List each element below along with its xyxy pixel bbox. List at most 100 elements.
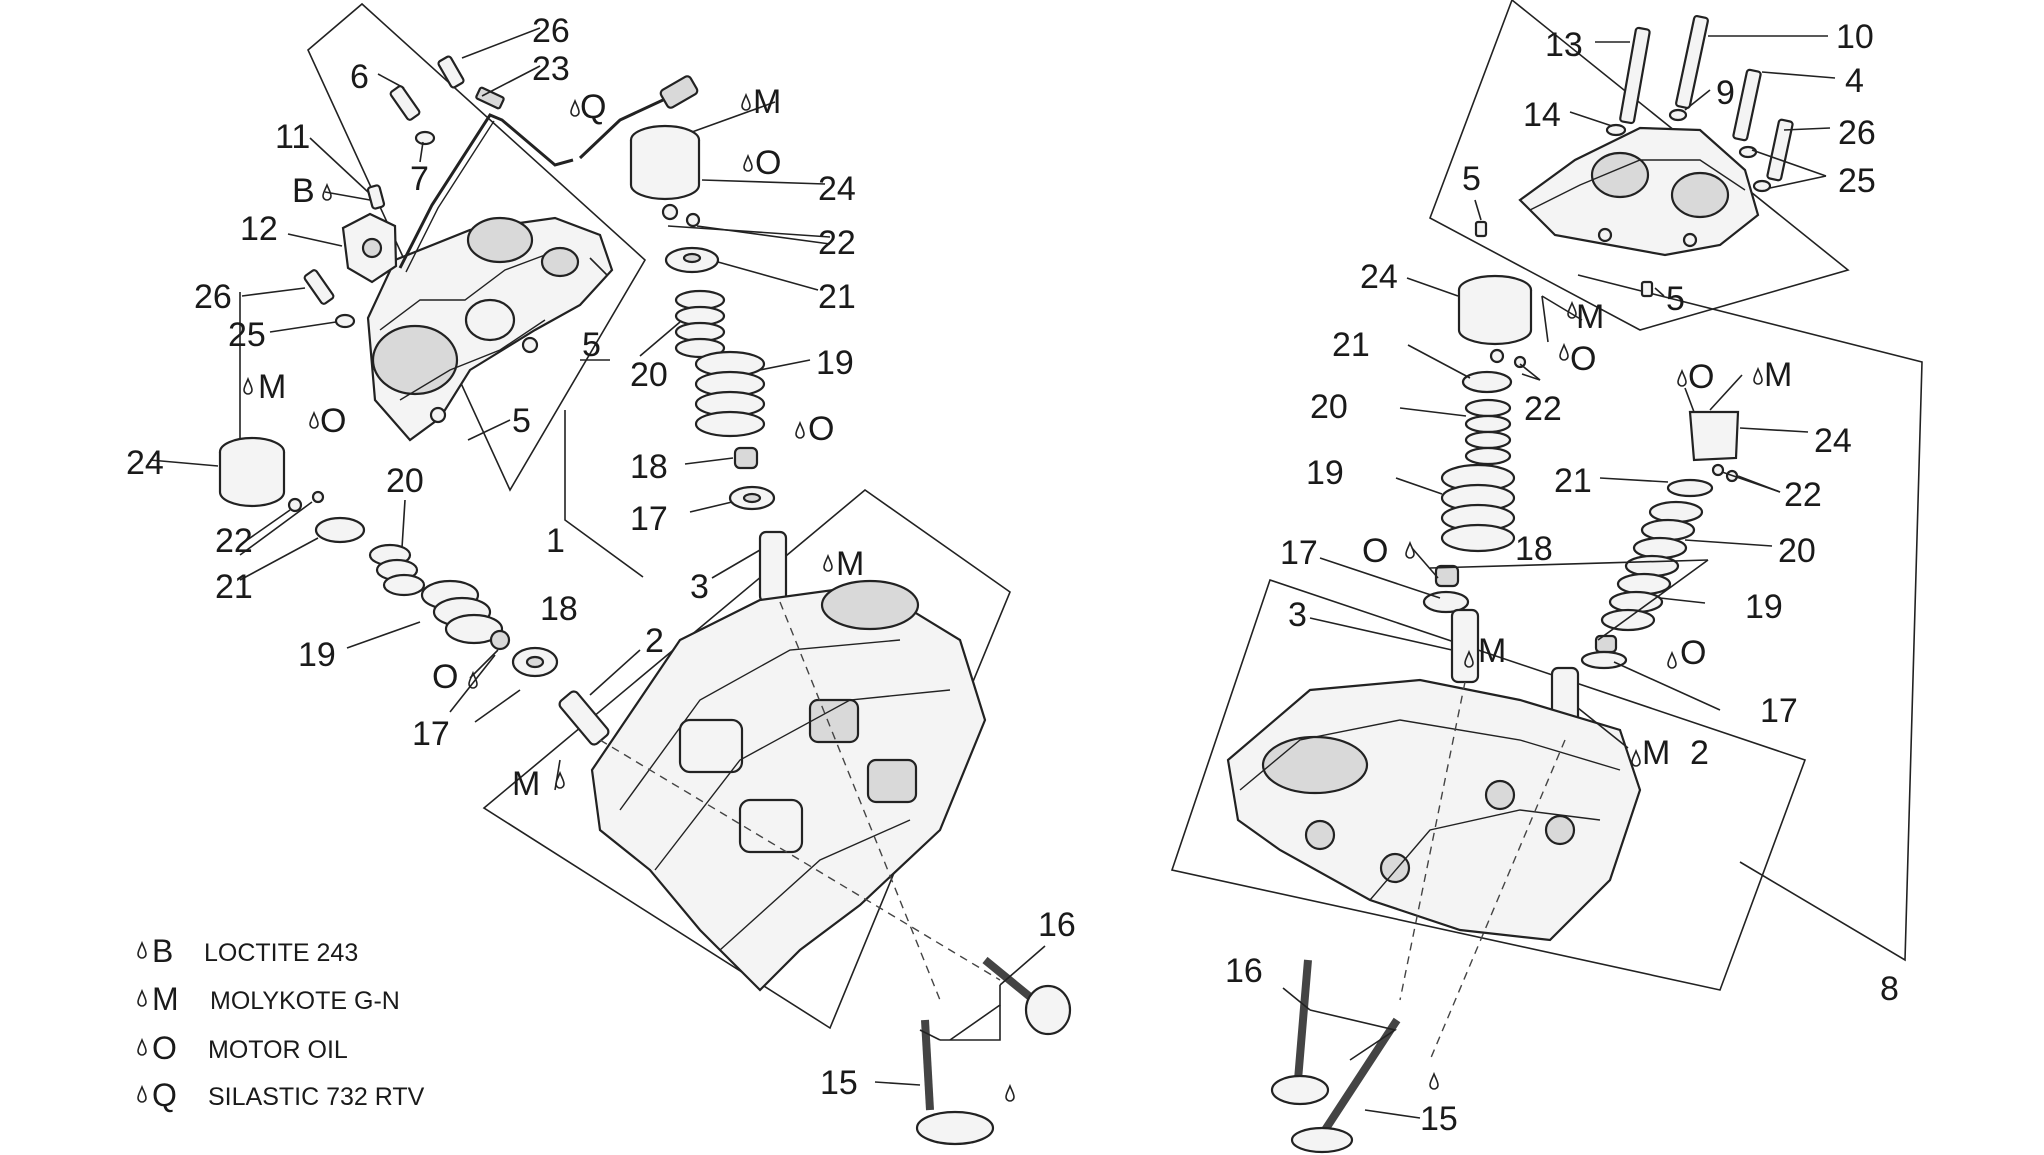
callout-25-right: 25 xyxy=(1838,162,1876,200)
callout-16-left: 16 xyxy=(1038,906,1076,944)
valve-15-left xyxy=(915,1019,995,1146)
callout-6: 6 xyxy=(350,58,369,96)
valve-16-right xyxy=(1270,959,1330,1106)
cam-cover xyxy=(1518,126,1760,257)
callout-23: 23 xyxy=(532,50,570,88)
callout-5-right-b: 5 xyxy=(1666,280,1685,318)
callout-17-right-b: 17 xyxy=(1760,692,1798,730)
callout-8: 8 xyxy=(1880,970,1899,1008)
valve-16-left xyxy=(982,956,1072,1036)
callout-10: 10 xyxy=(1836,18,1874,56)
callout-o-left: O xyxy=(320,402,346,440)
drop-icon xyxy=(1677,370,1687,387)
callout-17-right-a: 17 xyxy=(1280,534,1318,572)
drop-icon xyxy=(137,990,147,1007)
callout-24-right-a: 24 xyxy=(1360,258,1398,296)
callout-26-left: 26 xyxy=(194,278,232,316)
callout-21-right-b: 21 xyxy=(1554,462,1592,500)
callout-26-right: 26 xyxy=(1838,114,1876,152)
cam-cover-frame xyxy=(1429,0,1850,331)
callout-21-right-a: 21 xyxy=(1332,326,1370,364)
right-cylinder-head-assembly: 13 10 9 4 14 26 25 5 5 24 M O 21 22 O M … xyxy=(1170,0,1923,1154)
callout-22-left: 22 xyxy=(215,522,253,560)
legend-item-m: M MOLYKOTE G-N xyxy=(137,981,400,1017)
callout-18-left: 18 xyxy=(540,590,578,628)
spring-20-left xyxy=(368,543,426,597)
callout-m-right-c: M xyxy=(1478,632,1506,670)
legend-text: LOCTITE 243 xyxy=(204,939,358,967)
callout-1: 1 xyxy=(546,522,565,560)
callout-24-right-b: 24 xyxy=(1814,422,1852,460)
callout-20-right-a: 20 xyxy=(1310,388,1348,426)
callout-o-right-c: O xyxy=(1362,532,1388,570)
callout-22-right-a: 22 xyxy=(1524,390,1562,428)
callout-2-right: 2 xyxy=(1690,734,1709,772)
callout-21-left: 21 xyxy=(215,568,253,606)
callout-5-top: 5 xyxy=(582,326,601,364)
legend-text: MOTOR OIL xyxy=(208,1036,348,1064)
left-cylinder-head-assembly: 26 23 6 Q M 7 11 O 24 B 22 12 21 26 5 25… xyxy=(126,2,1076,1146)
callout-15-right: 15 xyxy=(1420,1100,1458,1138)
drop-icon xyxy=(1667,652,1677,669)
spring-19-20-right-slanted xyxy=(1600,500,1704,632)
callout-18-right: 18 xyxy=(1515,530,1553,568)
bucket-tappet-24-right-small xyxy=(1688,410,1740,483)
bucket-tappet-24-left xyxy=(218,436,286,508)
legend-item-b: B LOCTITE 243 xyxy=(137,933,358,969)
spring-20-top xyxy=(674,289,726,359)
legend-text: SILASTIC 732 RTV xyxy=(208,1083,425,1111)
right-cylinder-head-frame xyxy=(1170,578,1807,991)
drop-icon xyxy=(743,155,753,172)
callout-19-top: 19 xyxy=(816,344,854,382)
callout-24-top: 24 xyxy=(818,170,856,208)
callout-18-top: 18 xyxy=(630,448,668,486)
callout-m-mid: M xyxy=(836,545,864,583)
spring-19-right xyxy=(1440,463,1516,553)
callout-m-top: M xyxy=(753,83,781,121)
callout-5-right-a: 5 xyxy=(1462,160,1481,198)
callout-12: 12 xyxy=(240,210,278,248)
callout-16-right: 16 xyxy=(1225,952,1263,990)
callout-20-top: 20 xyxy=(630,356,668,394)
legend-letter: O xyxy=(152,1030,177,1066)
callout-o-mid: O xyxy=(808,410,834,448)
callout-m-bottom: M xyxy=(512,765,540,803)
callout-3-right: 3 xyxy=(1288,596,1307,634)
callout-9: 9 xyxy=(1716,74,1735,112)
callout-19-right-b: 19 xyxy=(1745,588,1783,626)
callout-2-left: 2 xyxy=(645,622,664,660)
callout-7: 7 xyxy=(410,160,429,198)
screw-26-top xyxy=(437,55,505,110)
callout-19-left: 19 xyxy=(298,636,336,674)
drop-icon xyxy=(1631,750,1641,767)
callout-24-left: 24 xyxy=(126,444,164,482)
bucket-tappet-24-right xyxy=(1457,274,1533,346)
drop-icon xyxy=(1753,368,1763,385)
drop-icon xyxy=(243,378,253,395)
spring-19-left xyxy=(420,579,504,645)
drop-icon xyxy=(823,555,833,572)
callout-o-right-d: O xyxy=(1680,634,1706,672)
drop-icon xyxy=(137,1086,147,1103)
callout-3-left: 3 xyxy=(690,568,709,606)
drop-icon xyxy=(1559,344,1569,361)
callout-20-left: 20 xyxy=(386,462,424,500)
callout-20-right-b: 20 xyxy=(1778,532,1816,570)
drop-icon xyxy=(1429,1073,1439,1090)
callout-22-top: 22 xyxy=(818,224,856,262)
callout-o-right-a: O xyxy=(1570,340,1596,378)
callout-o-right-b: O xyxy=(1688,358,1714,396)
callout-17-top: 17 xyxy=(630,500,668,538)
callout-o-top: O xyxy=(755,144,781,182)
callout-26-top: 26 xyxy=(532,12,570,50)
callout-14: 14 xyxy=(1523,96,1561,134)
drop-icon xyxy=(137,942,147,959)
cylinder-head-frame xyxy=(482,488,1011,1030)
drop-icon xyxy=(137,1039,147,1056)
callout-22-right-b: 22 xyxy=(1784,476,1822,514)
screw-6 xyxy=(389,85,436,146)
drop-icon xyxy=(741,94,751,111)
callout-o-bottom: O xyxy=(432,658,458,696)
drop-icon xyxy=(1005,1085,1015,1102)
